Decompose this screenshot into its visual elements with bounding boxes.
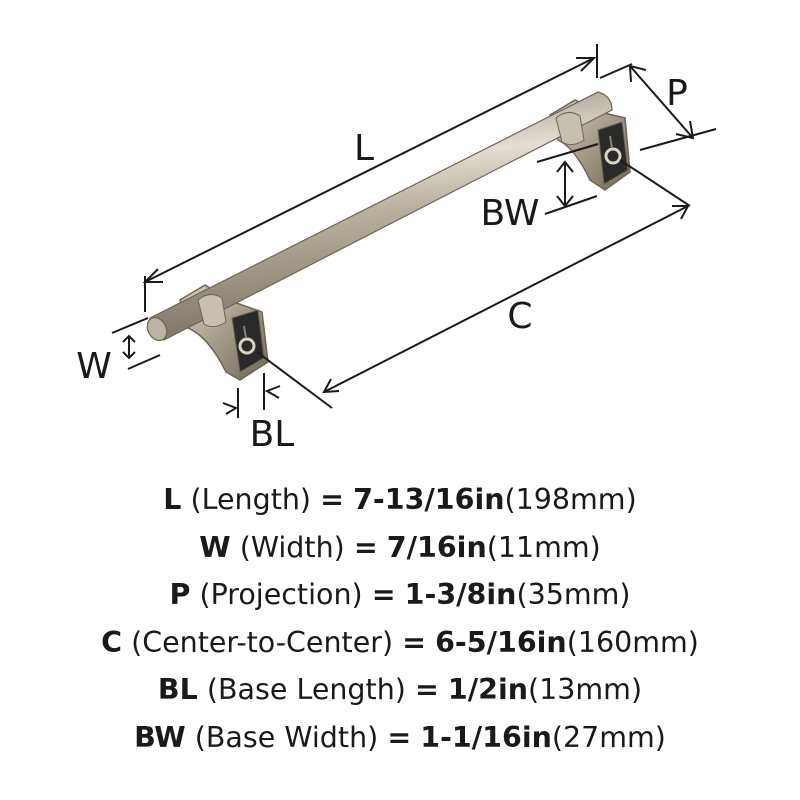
dim-label-bl: BL <box>250 414 295 455</box>
spec-equals: = <box>371 578 396 611</box>
spec-equals: = <box>320 483 345 516</box>
spec-name: (Center-to-Center) <box>131 625 394 659</box>
spec-line-projection: P (Projection) = 1-3/8in(35mm) <box>0 571 800 619</box>
spec-metric: (11mm) <box>486 530 601 564</box>
spec-line-width: W (Width) = 7/16in(11mm) <box>0 524 800 572</box>
spec-code: L <box>163 483 182 516</box>
spec-name: (Projection) <box>199 578 363 611</box>
spec-imperial: 6-5/16in <box>435 625 567 659</box>
spec-code: BL <box>157 673 198 706</box>
spec-code: BW <box>134 720 186 754</box>
spec-imperial: 1/2in <box>447 673 529 706</box>
handle-bar <box>146 91 613 342</box>
spec-name: (Length) <box>190 483 312 516</box>
spec-imperial: 7-13/16in <box>353 483 505 516</box>
spec-name: (Base Width) <box>194 720 379 754</box>
spec-imperial: 1-1/16in <box>420 720 552 754</box>
spec-code: C <box>101 625 123 659</box>
spec-equals: = <box>402 625 427 659</box>
spec-code: P <box>169 578 191 611</box>
spec-equals: = <box>387 720 412 754</box>
dim-label-c: C <box>507 296 532 337</box>
spec-code: W <box>199 530 231 564</box>
spec-imperial: 1-3/8in <box>404 578 517 611</box>
spec-imperial: 7/16in <box>386 530 487 564</box>
spec-line-length: L (Length) = 7-13/16in(198mm) <box>0 476 800 524</box>
specification-list: L (Length) = 7-13/16in(198mm) W (Width) … <box>0 476 800 761</box>
spec-name: (Base Length) <box>206 673 406 706</box>
spec-metric: (198mm) <box>504 483 637 516</box>
dim-label-w: W <box>76 346 112 387</box>
spec-equals: = <box>353 530 378 564</box>
spec-equals: = <box>414 673 439 706</box>
dimension-lines <box>111 44 717 418</box>
dim-label-l: L <box>354 128 374 169</box>
spec-metric: (160mm) <box>566 625 699 659</box>
spec-metric: (27mm) <box>551 720 666 754</box>
cabinet-pull-handle <box>146 91 631 381</box>
spec-line-base-width: BW (Base Width) = 1-1/16in(27mm) <box>0 714 800 762</box>
spec-metric: (13mm) <box>528 673 643 706</box>
dim-label-bw: BW <box>480 193 539 234</box>
handle-diagram: L P BW C W BL <box>76 44 717 455</box>
spec-line-center-to-center: C (Center-to-Center) = 6-5/16in(160mm) <box>0 619 800 667</box>
spec-line-base-length: BL (Base Length) = 1/2in(13mm) <box>0 666 800 714</box>
spec-name: (Width) <box>239 530 345 564</box>
spec-metric: (35mm) <box>516 578 631 611</box>
dim-label-p: P <box>666 73 688 114</box>
